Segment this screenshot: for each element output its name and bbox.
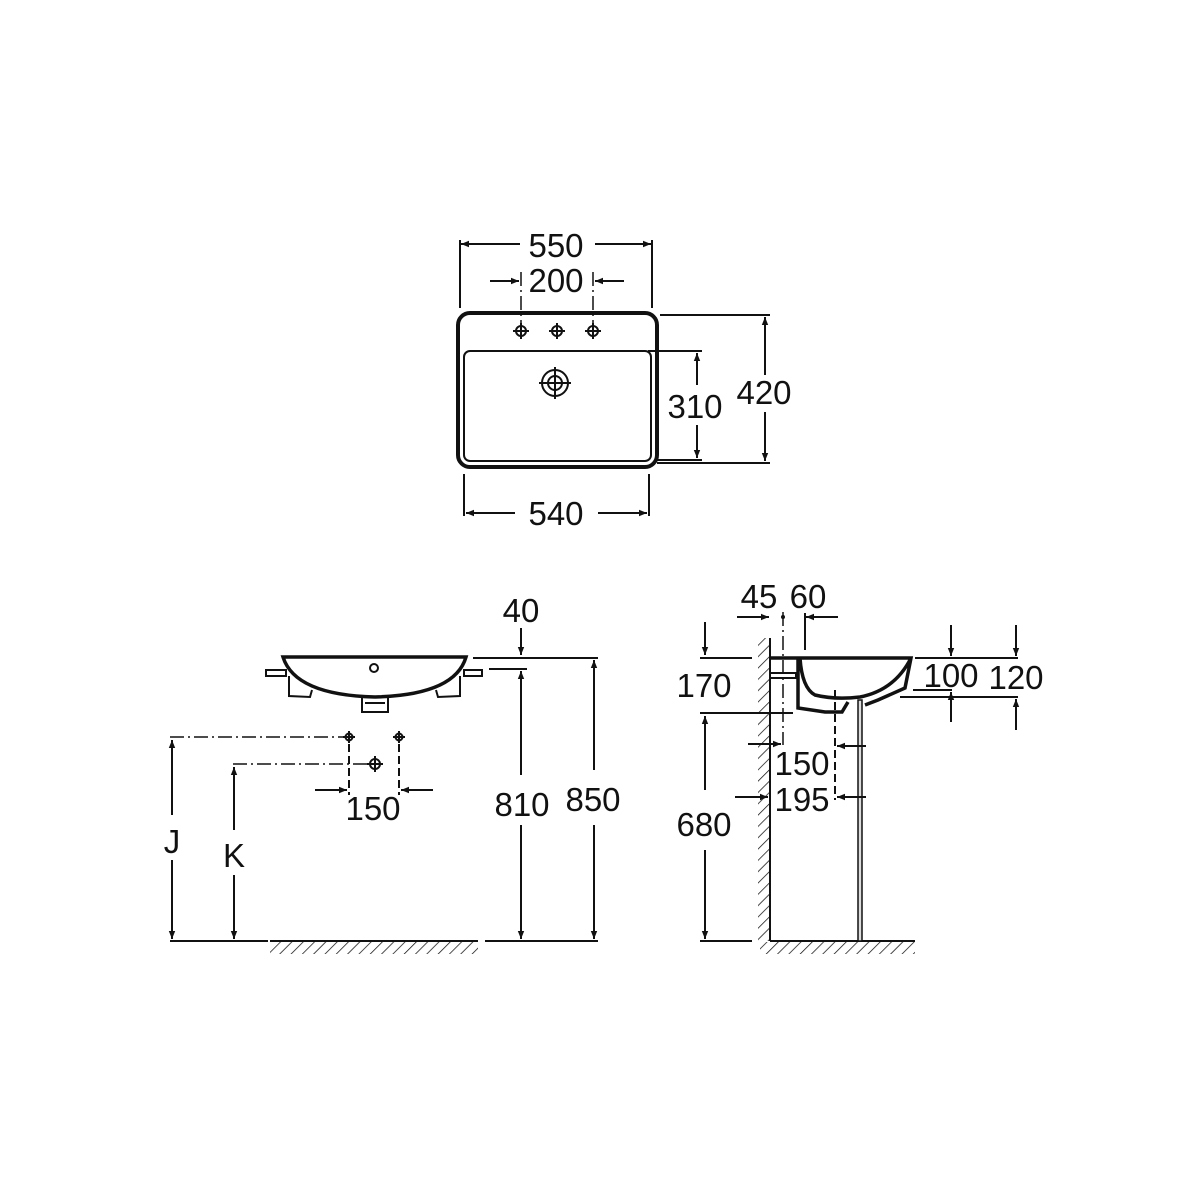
dim-540: 540: [528, 495, 583, 532]
waste-point-icon: [367, 756, 383, 772]
dim-150-side: 150: [774, 745, 829, 782]
floor-hatch: [270, 942, 478, 954]
bowl-outline: [463, 350, 652, 462]
dim-60: 60: [790, 578, 827, 615]
tap-hole-icon: [513, 323, 529, 339]
top-view: 550 200 420 310 540: [456, 227, 792, 532]
dim-150-front: 150: [345, 790, 400, 827]
dim-420: 420: [736, 374, 791, 411]
dim-45: 45: [741, 578, 778, 615]
tap-hole-icons: [513, 323, 601, 339]
tap-point-icon: [343, 731, 355, 743]
dim-680: 680: [676, 806, 731, 843]
label-k: K: [223, 837, 245, 874]
dim-550: 550: [528, 227, 583, 264]
basin-front-outline: [280, 655, 469, 699]
front-view: 40 810 850 150 J K: [164, 592, 621, 954]
overflow-hole-icon: [369, 663, 379, 673]
dim-100: 100: [923, 657, 978, 694]
dim-40: 40: [503, 592, 540, 629]
dim-120: 120: [988, 659, 1043, 696]
dim-850: 850: [565, 781, 620, 818]
tap-hole-icon: [585, 323, 601, 339]
dim-170: 170: [676, 667, 731, 704]
tap-point-icon: [393, 731, 405, 743]
dim-200: 200: [528, 262, 583, 299]
pedestal: [857, 699, 863, 942]
tap-hole-icon: [549, 323, 565, 339]
basin-side-outline: [770, 656, 914, 714]
floor-hatch-side: [760, 942, 915, 954]
dim-310: 310: [667, 388, 722, 425]
dim-195: 195: [774, 781, 829, 818]
side-view: 45 60 170 680 150 195 100 120: [676, 578, 1044, 954]
label-j: J: [164, 823, 181, 860]
wall-hatch: [758, 638, 770, 941]
dim-810: 810: [494, 786, 549, 823]
drain-icon: [539, 367, 571, 399]
